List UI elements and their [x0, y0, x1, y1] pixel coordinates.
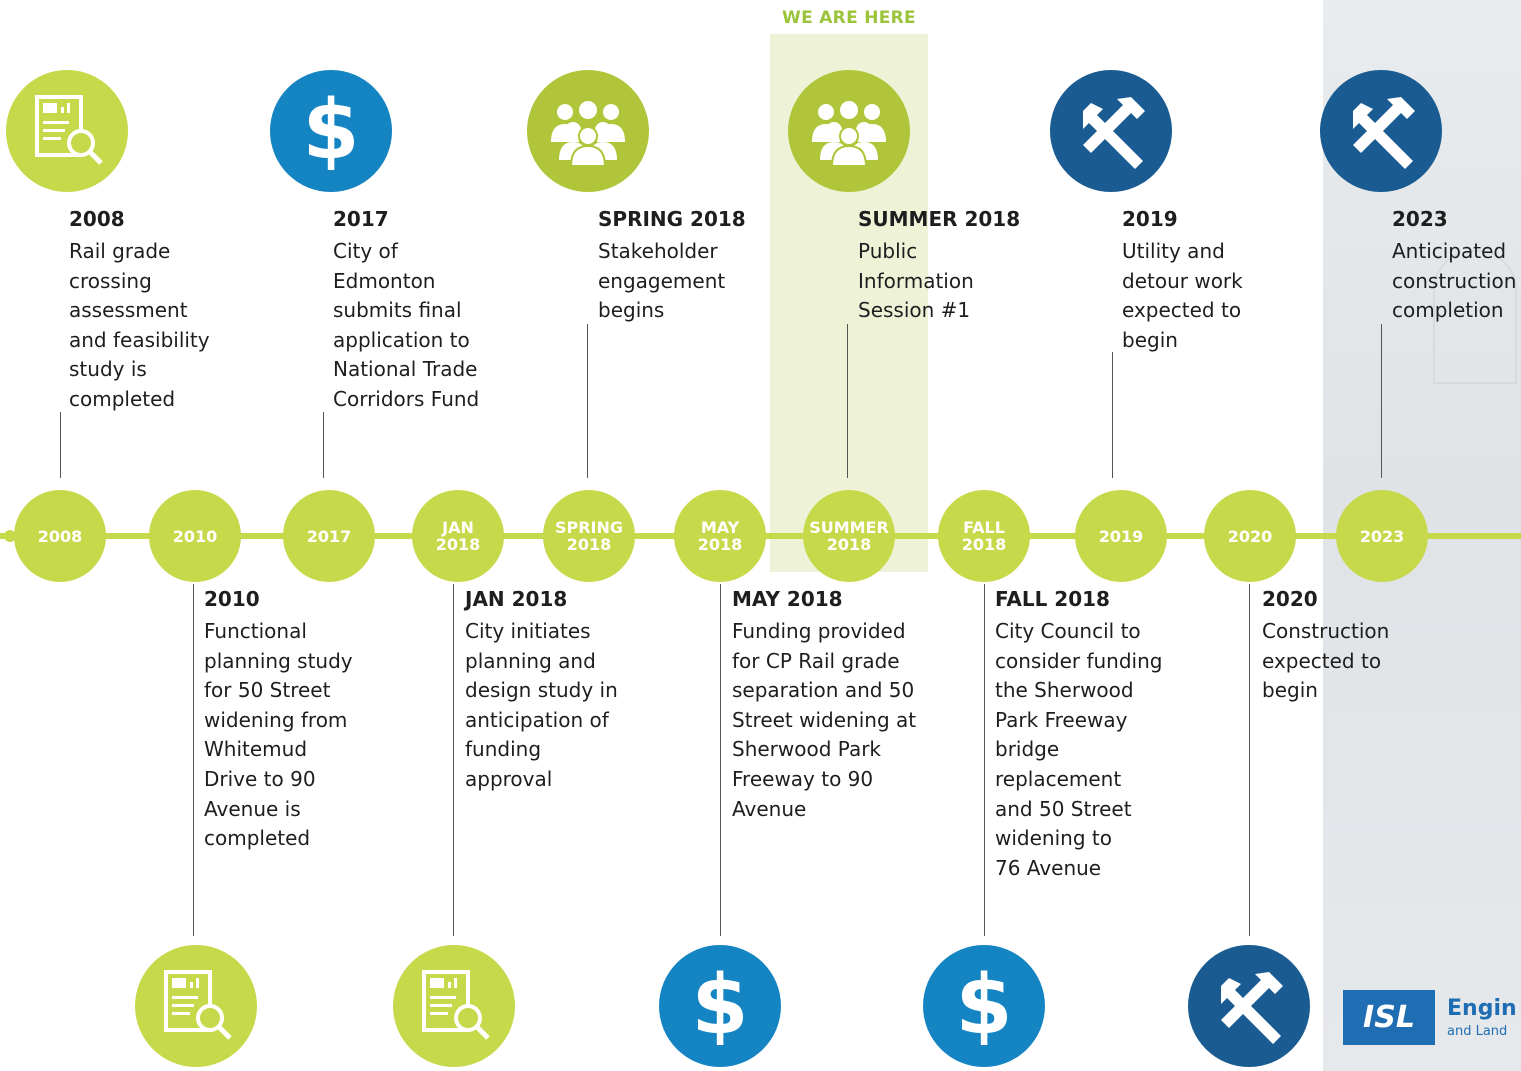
- event-description: Public Information Session #1: [858, 239, 974, 323]
- tools-icon: [1320, 70, 1442, 192]
- tools-icon: [1050, 70, 1172, 192]
- tools-icon: [1188, 945, 1310, 1067]
- timeline-node-2017: 2017: [283, 490, 375, 582]
- timeline-node-2019: 2019: [1075, 490, 1167, 582]
- connector-line: [984, 584, 985, 936]
- timeline-axis-start: [4, 530, 16, 542]
- connector-line: [453, 584, 454, 936]
- connector-line: [1381, 324, 1382, 478]
- event-title: 2020: [1262, 587, 1318, 611]
- connector-line: [60, 412, 61, 478]
- event-description: Functional planning study for 50 Street …: [204, 619, 353, 851]
- report-search-icon: [135, 945, 257, 1067]
- connector-line: [720, 584, 721, 936]
- connector-line: [193, 584, 194, 936]
- event-title: FALL 2018: [995, 587, 1110, 611]
- timeline-node-summer-2018: SUMMER 2018: [803, 490, 895, 582]
- event-description: Stakeholder engagement begins: [598, 239, 726, 323]
- dollar-icon: $: [270, 70, 392, 192]
- event-description: City Council to consider funding the She…: [995, 619, 1163, 880]
- dollar-icon: $: [659, 945, 781, 1067]
- timeline-node-2008: 2008: [14, 490, 106, 582]
- connector-line: [1112, 352, 1113, 478]
- event-description: Construction expected to begin: [1262, 619, 1390, 703]
- event-description: City of Edmonton submits final applicati…: [333, 239, 480, 411]
- timeline-node-2010: 2010: [149, 490, 241, 582]
- event-description: City initiates planning and design study…: [465, 619, 618, 791]
- timeline-node-fall-2018: FALL 2018: [938, 490, 1030, 582]
- timeline-node-2020: 2020: [1204, 490, 1296, 582]
- people-icon: [788, 70, 910, 192]
- event-title: 2019: [1122, 207, 1178, 231]
- event-description: Anticipated construction completion: [1392, 239, 1517, 323]
- event-title: 2010: [204, 587, 260, 611]
- event-description: Funding provided for CP Rail grade separ…: [732, 619, 917, 821]
- timeline-node-spring-2018: SPRING 2018: [543, 490, 635, 582]
- people-icon: [527, 70, 649, 192]
- event-description: Utility and detour work expected to begi…: [1122, 239, 1243, 352]
- logo-text: Engin: [1447, 996, 1517, 1021]
- isl-logo: ISL Engin and Land: [1343, 990, 1521, 1045]
- connector-line: [323, 412, 324, 478]
- event-title: 2008: [69, 207, 125, 231]
- event-title: 2023: [1392, 208, 1448, 231]
- logo-mark: ISL: [1343, 990, 1435, 1045]
- timeline-node-may-2018: MAY 2018: [674, 490, 766, 582]
- report-search-icon: [393, 945, 515, 1067]
- dollar-icon: $: [923, 945, 1045, 1067]
- event-title: JAN 2018: [465, 587, 568, 611]
- event-title: MAY 2018: [732, 587, 843, 611]
- event-description: Rail grade crossing assessment and feasi…: [69, 239, 210, 411]
- connector-line: [847, 324, 848, 478]
- report-search-icon: [6, 70, 128, 192]
- we-are-here-marker: WE ARE HERE: [782, 8, 916, 28]
- timeline-node-jan-2018: JAN 2018: [412, 490, 504, 582]
- event-title: 2017: [333, 207, 389, 231]
- logo-subtext: and Land: [1447, 1024, 1508, 1039]
- event-title: SUMMER 2018: [858, 207, 1021, 231]
- connector-line: [587, 324, 588, 478]
- photo-detail: [1433, 250, 1517, 384]
- timeline-node-2023: 2023: [1336, 490, 1428, 582]
- event-title: SPRING 2018: [598, 207, 746, 231]
- connector-line: [1249, 584, 1250, 936]
